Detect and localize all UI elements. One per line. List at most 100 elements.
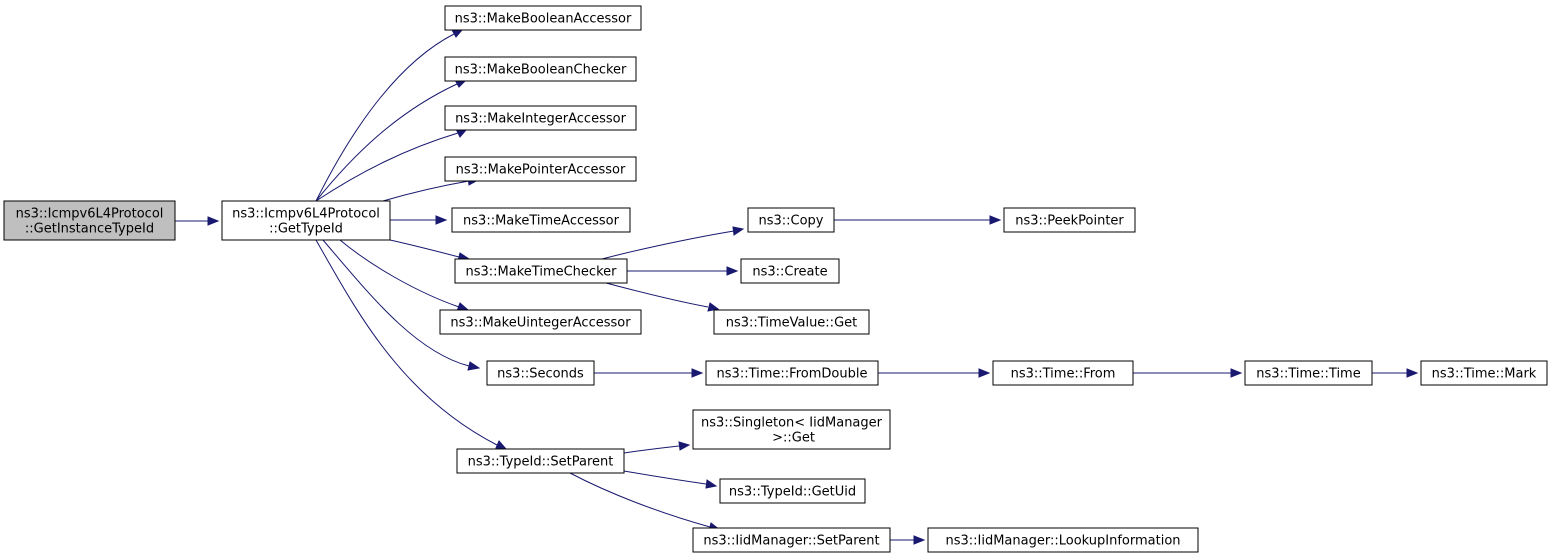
node-label: ns3::Time::Time bbox=[1256, 367, 1360, 382]
function-node[interactable]: ns3::Time::From bbox=[992, 360, 1134, 386]
node-box bbox=[1420, 360, 1548, 386]
node-label: ns3::Time::FromDouble bbox=[717, 367, 868, 382]
function-node[interactable]: ns3::IidManager::LookupInformation bbox=[927, 527, 1199, 553]
call-edge-n9-n15 bbox=[594, 368, 704, 378]
function-node[interactable]: ns3::MakeIntegerAccessor bbox=[444, 105, 637, 131]
arrowhead-icon bbox=[732, 226, 745, 236]
edge-line bbox=[315, 239, 498, 446]
call-edge-n1-n4 bbox=[315, 128, 468, 202]
node-label: >::Get bbox=[768, 431, 815, 446]
call-edge-n7-n12 bbox=[627, 266, 739, 276]
edge-line bbox=[315, 33, 455, 202]
node-box bbox=[221, 200, 391, 241]
arrowhead-icon bbox=[726, 266, 739, 276]
arrowhead-icon bbox=[978, 368, 991, 378]
function-node[interactable]: ns3::MakeTimeAccessor bbox=[451, 207, 631, 233]
node-label: ns3::MakeTimeAccessor bbox=[463, 214, 620, 229]
node-box bbox=[439, 309, 642, 335]
edge-line bbox=[315, 83, 458, 202]
node-box bbox=[1003, 207, 1136, 233]
node-label: ns3::TypeId::SetParent bbox=[468, 455, 614, 470]
call-edge-n17-n18 bbox=[1372, 368, 1419, 378]
function-node[interactable]: ns3::MakeBooleanChecker bbox=[444, 56, 637, 82]
call-edge-n11-n14 bbox=[834, 215, 1002, 225]
node-label: ns3::Singleton< IidManager bbox=[701, 416, 883, 431]
edge-line bbox=[339, 239, 460, 308]
function-node[interactable]: ns3::Create bbox=[740, 258, 840, 284]
arrowhead-icon bbox=[1406, 368, 1419, 378]
node-label: ns3::Icmpv6L4Protocol bbox=[232, 207, 380, 222]
node-label: ns3::Icmpv6L4Protocol bbox=[16, 207, 164, 222]
node-label: ns3::TimeValue::Get bbox=[726, 316, 858, 331]
edge-line bbox=[382, 180, 470, 202]
arrowhead-icon bbox=[678, 441, 691, 451]
node-label: ns3::Create bbox=[752, 265, 827, 280]
call-edge-n15-n16 bbox=[878, 368, 991, 378]
node-label: ns3::MakeBooleanChecker bbox=[455, 63, 627, 78]
edge-line bbox=[601, 230, 735, 260]
call-edge-n0-n1 bbox=[175, 216, 220, 226]
function-node[interactable]: ns3::Singleton< IidManager >::Get bbox=[692, 409, 891, 450]
function-node[interactable]: ns3::Time::Time bbox=[1244, 360, 1373, 386]
function-node[interactable]: ns3::TimeValue::Get bbox=[713, 309, 870, 335]
function-node[interactable]: ns3::MakeBooleanAccessor bbox=[444, 5, 642, 31]
function-node[interactable]: ns3::Icmpv6L4Protocol::GetTypeId bbox=[221, 200, 391, 241]
node-label: ::GetTypeId bbox=[269, 222, 343, 237]
arrowhead-icon bbox=[989, 215, 1002, 225]
call-edge-n10-n19 bbox=[623, 441, 691, 454]
function-node[interactable]: ns3::Seconds bbox=[486, 360, 595, 386]
node-box bbox=[486, 360, 595, 386]
arrowhead-icon bbox=[451, 29, 464, 38]
function-node[interactable]: ns3::PeekPointer bbox=[1003, 207, 1136, 233]
node-box bbox=[444, 105, 637, 131]
edge-line bbox=[623, 470, 707, 485]
arrowhead-icon bbox=[435, 215, 448, 225]
call-edge-n7-n11 bbox=[601, 226, 745, 260]
node-label: ns3::MakeUintegerAccessor bbox=[450, 316, 631, 331]
function-node[interactable]: ns3::Time::Mark bbox=[1420, 360, 1548, 386]
node-box bbox=[713, 309, 870, 335]
function-node[interactable]: ns3::MakeTimeChecker bbox=[454, 258, 628, 284]
node-box bbox=[705, 360, 879, 386]
function-node[interactable]: ns3::MakeUintegerAccessor bbox=[439, 309, 642, 335]
arrowhead-icon bbox=[1230, 368, 1243, 378]
node-box bbox=[719, 478, 866, 504]
node-label: ns3::TypeId::GetUid bbox=[729, 485, 856, 500]
node-label: ns3::IidManager::SetParent bbox=[703, 534, 879, 549]
call-edge-n1-n8 bbox=[339, 239, 470, 312]
node-label: ns3::MakePointerAccessor bbox=[456, 163, 626, 178]
node-box bbox=[1244, 360, 1373, 386]
node-box bbox=[747, 207, 835, 233]
arrowhead-icon bbox=[207, 216, 220, 226]
node-box bbox=[3, 200, 176, 241]
node-box bbox=[692, 409, 891, 450]
call-edge-n10-n20 bbox=[623, 470, 718, 489]
node-box bbox=[451, 207, 631, 233]
node-label: ns3::MakeBooleanAccessor bbox=[455, 12, 632, 27]
node-box bbox=[740, 258, 840, 284]
edge-line bbox=[569, 472, 711, 528]
node-label: ns3::MakeTimeChecker bbox=[466, 265, 618, 280]
edge-line bbox=[322, 239, 470, 367]
node-label: ns3::IidManager::LookupInformation bbox=[945, 534, 1180, 549]
call-edge-n1-n6 bbox=[390, 215, 448, 225]
function-node[interactable]: ns3::TypeId::SetParent bbox=[456, 448, 625, 474]
call-edge-n21-n22 bbox=[890, 535, 926, 545]
function-node[interactable]: ns3::MakePointerAccessor bbox=[444, 156, 637, 182]
node-label: ns3::Copy bbox=[758, 214, 823, 229]
function-node[interactable]: ns3::TypeId::GetUid bbox=[719, 478, 866, 504]
call-edge-n16-n17 bbox=[1133, 368, 1243, 378]
function-node[interactable]: ns3::Copy bbox=[747, 207, 835, 233]
node-box bbox=[444, 56, 637, 82]
call-edge-n1-n3 bbox=[315, 79, 467, 202]
function-node[interactable]: ns3::IidManager::SetParent bbox=[692, 527, 891, 553]
function-node[interactable]: ns3::Time::FromDouble bbox=[705, 360, 879, 386]
node-box bbox=[444, 5, 642, 31]
node-box bbox=[454, 258, 628, 284]
call-edge-n1-n9 bbox=[322, 239, 481, 371]
call-edge-n7-n13 bbox=[605, 282, 720, 312]
current-function-node[interactable]: ns3::Icmpv6L4Protocol::GetInstanceTypeId bbox=[3, 200, 176, 241]
node-label: ns3::MakeIntegerAccessor bbox=[455, 112, 627, 127]
node-box bbox=[444, 156, 637, 182]
